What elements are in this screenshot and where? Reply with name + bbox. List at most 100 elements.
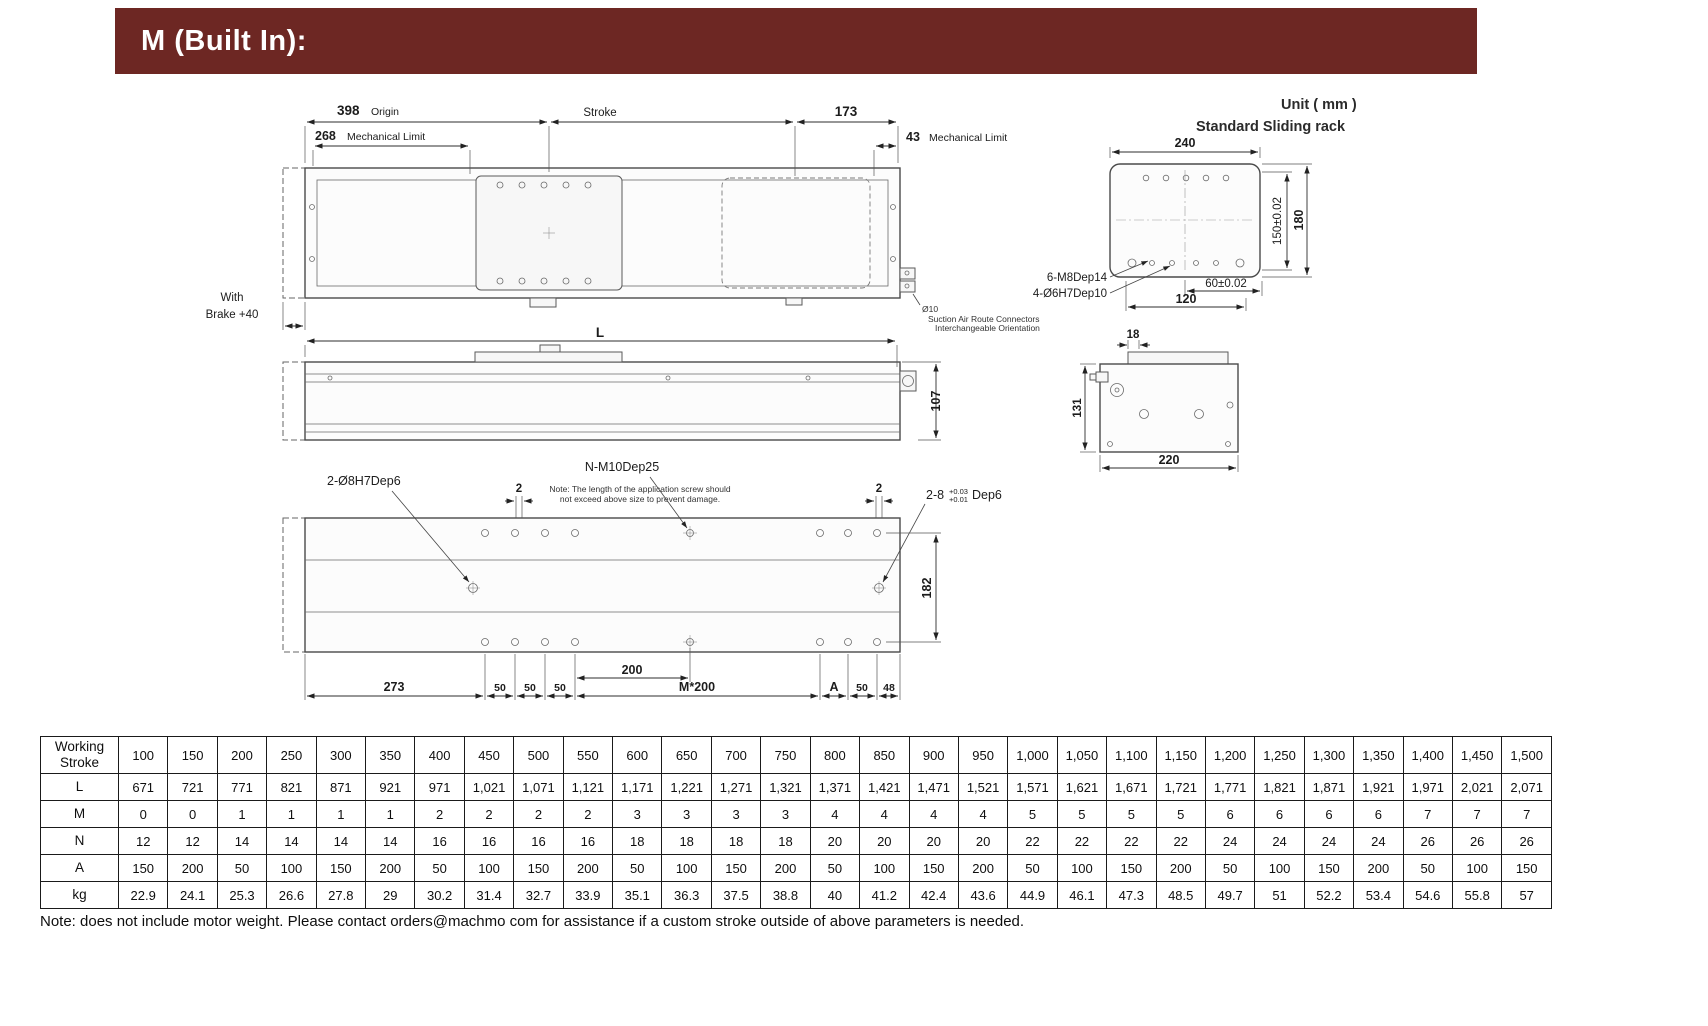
table-cell: 1,571	[1007, 773, 1058, 801]
table-cell: 16	[414, 827, 465, 855]
table-cell: 100	[859, 854, 910, 882]
callout-dowel-holes: 2-Ø8H7Dep6	[327, 474, 401, 488]
table-cell: 1,921	[1353, 773, 1404, 801]
table-cell: 150	[1106, 854, 1157, 882]
table-cell: 100	[1254, 854, 1305, 882]
table-cell: 2	[513, 800, 564, 828]
dim-stroke-label: Stroke	[583, 107, 616, 119]
table-cell: 2	[562, 800, 614, 828]
dim-131: 131	[1072, 398, 1084, 418]
dim-mech-limit-left-value: 268	[315, 129, 336, 143]
table-cell: 7	[1451, 800, 1503, 828]
table-cell: 150	[167, 736, 218, 774]
table-cell: 26	[1451, 827, 1503, 855]
dim-200: 200	[622, 663, 643, 677]
bottom-view-dimensions: 2 2 182 200	[304, 483, 941, 700]
table-cell: 200	[1155, 854, 1206, 882]
table-cell: 24	[1353, 827, 1404, 855]
table-cell: 1,171	[612, 773, 663, 801]
rack-body-end	[1099, 363, 1239, 453]
dim-50-2: 50	[524, 682, 536, 694]
table-cell: 721	[167, 773, 218, 801]
callout-4-o6h7: 4-Ø6H7Dep10	[1033, 288, 1107, 300]
table-cell: 47.3	[1106, 881, 1157, 909]
suction-label-line1: Suction Air Route Connectors	[928, 314, 1040, 324]
dim-50-3: 50	[554, 682, 566, 694]
table-cell: 5	[1155, 800, 1206, 828]
table-cell: 800	[809, 736, 861, 774]
table-cell: 2	[463, 800, 515, 828]
table-cell: 24	[1254, 827, 1305, 855]
table-cell: 22	[1106, 827, 1157, 855]
dim-L: L	[596, 325, 604, 340]
table-cell: 50	[1007, 854, 1058, 882]
table-cell: 14	[315, 827, 367, 855]
brake-label-line2: Brake +40	[206, 309, 259, 321]
table-cell: 150	[315, 854, 367, 882]
table-cell: 3	[710, 800, 762, 828]
dim-2-left: 2	[516, 483, 522, 495]
dim-182: 182	[920, 578, 934, 599]
table-cell: 1,221	[661, 773, 712, 801]
table-cell: 5	[1056, 800, 1108, 828]
table-cell: 14	[216, 827, 268, 855]
table-cell: 38.8	[760, 881, 811, 909]
table-cell: 1,350	[1353, 736, 1404, 774]
table-cell: 1,671	[1106, 773, 1157, 801]
table-cell: 2	[414, 800, 465, 828]
top-view-dimensions: 398 Origin Stroke 173 268 Mechanical Lim…	[206, 103, 1041, 333]
table-cell: 14	[266, 827, 317, 855]
table-cell: 200	[562, 854, 614, 882]
table-cell: 54.6	[1402, 881, 1453, 909]
table-cell: 20	[809, 827, 861, 855]
dim-50-1: 50	[494, 682, 506, 694]
mounting-holes	[466, 526, 886, 649]
table-cell: 20	[957, 827, 1009, 855]
table-cell: 150	[513, 854, 564, 882]
table-cell: 1,071	[513, 773, 564, 801]
table-cell: 150	[117, 854, 169, 882]
table-cell: 22	[1155, 827, 1206, 855]
table-cell: 1,471	[908, 773, 959, 801]
row-header: Working Stroke	[40, 736, 119, 774]
technical-drawing: 398 Origin Stroke 173 268 Mechanical Lim…	[206, 97, 1357, 700]
table-cell: 650	[661, 736, 712, 774]
table-cell: 43.6	[957, 881, 1009, 909]
table-cell: 300	[315, 736, 367, 774]
table-cell: 200	[216, 736, 268, 774]
table-cell: 50	[809, 854, 861, 882]
table-cell: 20	[859, 827, 910, 855]
table-cell: 2,071	[1501, 773, 1552, 801]
table-cell: 1	[216, 800, 268, 828]
table-cell: 24	[1204, 827, 1256, 855]
table-cell: 671	[117, 773, 169, 801]
table-cell: 32.7	[513, 881, 564, 909]
dim-18: 18	[1127, 329, 1140, 341]
carriage	[475, 175, 623, 291]
air-connector	[899, 267, 916, 293]
table-cell: 1,250	[1254, 736, 1305, 774]
footer-note: Note: does not include motor weight. Ple…	[40, 913, 1025, 930]
table-cell: 42.4	[908, 881, 959, 909]
table-cell: 1	[266, 800, 317, 828]
table-cell: 700	[710, 736, 762, 774]
table-cell: 50	[612, 854, 663, 882]
table-cell: 250	[266, 736, 317, 774]
table-cell: 150	[710, 854, 762, 882]
table-cell: 30.2	[414, 881, 465, 909]
table-cell: 1,971	[1402, 773, 1453, 801]
table-cell: 400	[414, 736, 465, 774]
table-cell: 53.4	[1353, 881, 1404, 909]
table-cell: 1,050	[1056, 736, 1108, 774]
table-cell: 50	[414, 854, 465, 882]
table-cell: 3	[612, 800, 663, 828]
table-cell: 100	[117, 736, 169, 774]
table-cell: 6	[1353, 800, 1404, 828]
table-cell: 1,400	[1402, 736, 1453, 774]
table-cell: 16	[562, 827, 614, 855]
table-cell: 18	[710, 827, 762, 855]
table-cell: 16	[513, 827, 564, 855]
rack-body-side	[304, 361, 901, 441]
